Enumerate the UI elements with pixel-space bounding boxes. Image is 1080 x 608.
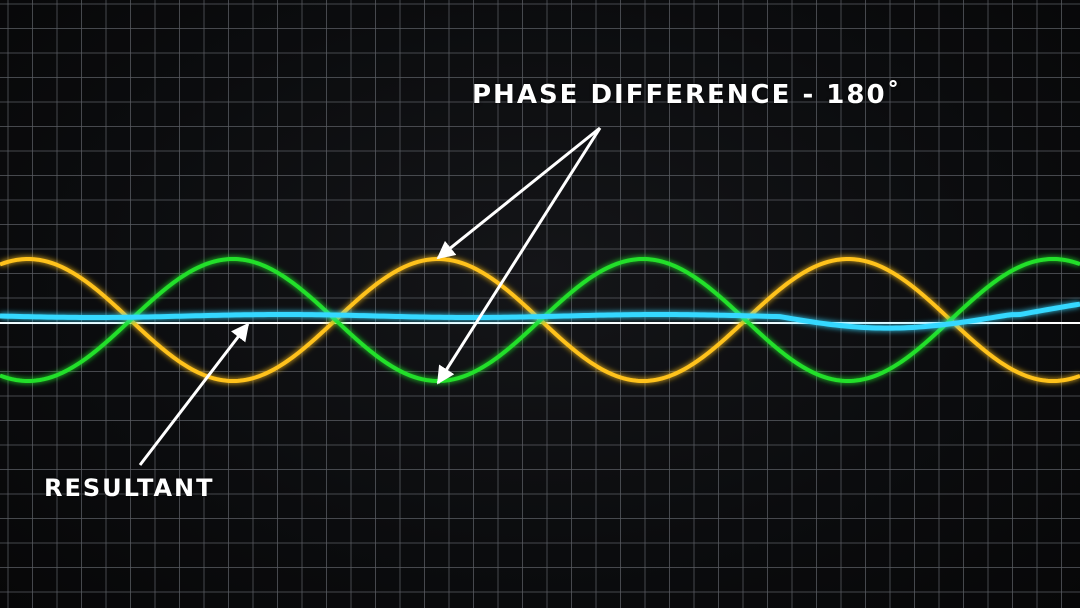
phase-arrow-to-green-trough bbox=[436, 127, 602, 385]
phase-difference-label: PHASE DIFFERENCE - 180˚ bbox=[472, 80, 902, 110]
green-wave bbox=[0, 257, 1080, 384]
phase-arrow-to-yellow-peak bbox=[436, 126, 601, 260]
resultant-label: RESULTANT bbox=[44, 474, 215, 502]
resultant-wave bbox=[0, 301, 1080, 331]
resultant-arrow bbox=[138, 322, 250, 466]
